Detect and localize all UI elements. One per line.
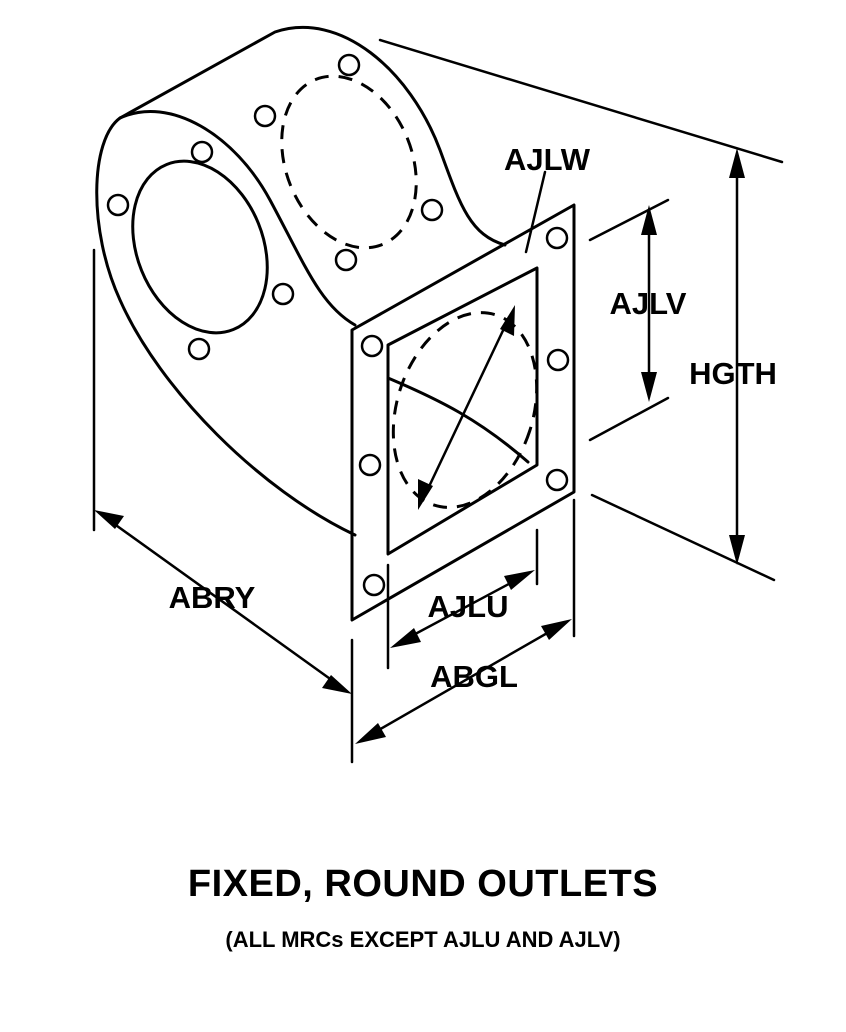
bolt-hole <box>362 573 386 597</box>
bolt-hole <box>360 334 384 358</box>
figure-subtitle: (ALL MRCs EXCEPT AJLU AND AJLV) <box>225 927 621 952</box>
bolt-hole <box>358 453 382 477</box>
label-ajlu: AJLU <box>428 589 509 624</box>
label-abry: ABRY <box>169 580 256 615</box>
bolt-hole <box>190 140 214 164</box>
bolt-hole <box>334 248 358 272</box>
dimension-ajlu <box>390 570 535 648</box>
bolt-hole <box>271 282 295 306</box>
extension-lines <box>92 38 784 764</box>
dimension-hgth <box>729 148 745 565</box>
bolt-hole <box>253 104 277 128</box>
bolt-hole <box>420 198 444 222</box>
bolt-hole <box>187 337 211 361</box>
label-ajlw: AJLW <box>504 142 591 177</box>
hidden-far-opening <box>253 53 444 272</box>
outlet-flange <box>350 203 576 622</box>
dimension-ajlw <box>418 170 547 510</box>
bolt-hole <box>546 348 570 372</box>
blower-housing <box>95 25 507 537</box>
dimension-abry <box>94 510 352 694</box>
label-ajlv: AJLV <box>610 286 687 321</box>
dimension-abgl <box>355 619 572 744</box>
figure-title: FIXED, ROUND OUTLETS <box>187 863 659 905</box>
bolt-hole <box>545 468 569 492</box>
dimension-ajlv <box>641 205 657 402</box>
bolt-hole <box>337 53 361 77</box>
label-hgth: HGTH <box>689 356 777 391</box>
bolt-hole <box>106 193 130 217</box>
bolt-hole <box>545 226 569 250</box>
side-inlet-opening <box>106 140 295 361</box>
label-abgl: ABGL <box>430 659 518 694</box>
